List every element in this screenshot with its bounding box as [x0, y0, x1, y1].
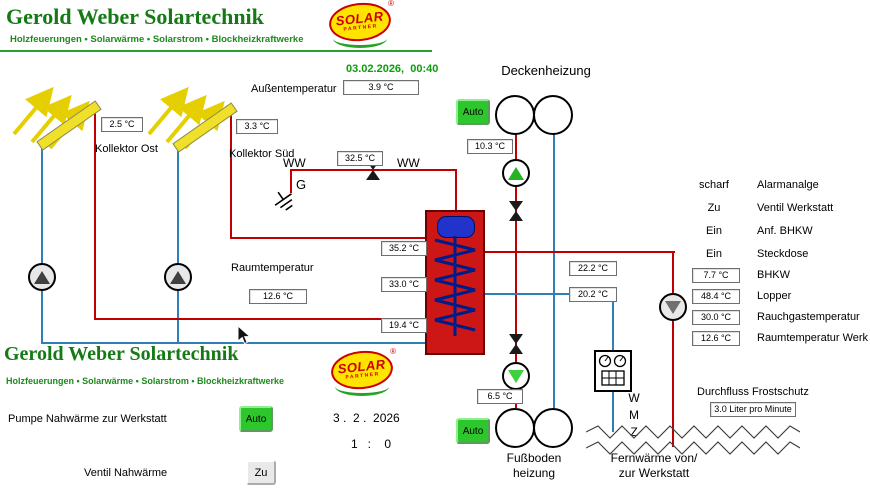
outside-temp-label: Außentemperatur	[251, 83, 337, 95]
registered-mark: ®	[390, 347, 396, 356]
floor-flow-temp: 6.5 °C	[477, 389, 523, 404]
registered-mark: ®	[388, 0, 394, 8]
valve-icon[interactable]	[508, 333, 524, 355]
pump-floor-heating-icon[interactable]	[502, 362, 530, 390]
ground-icon	[274, 191, 293, 211]
pipe-cold	[177, 150, 179, 344]
mouse-cursor-icon	[237, 325, 252, 345]
pipe-hot	[515, 133, 517, 408]
pipe-cold	[41, 148, 43, 344]
pipe-hot	[230, 110, 232, 239]
heat-meter-detail-icon	[598, 354, 627, 386]
room-temp-label: Raumtemperatur	[231, 262, 314, 274]
tank-middle-temp: 33.0 °C	[381, 277, 427, 292]
footer-logo-title: Gerold Weber Solartechnik	[4, 343, 239, 365]
floor-heating-label-2: heizung	[512, 466, 556, 480]
pipe-hot	[290, 169, 292, 193]
ww-temp-value: 32.5 °C	[337, 151, 383, 166]
auto-button-ceiling[interactable]: Auto	[456, 99, 490, 125]
fluegas-temp: 30.0 °C	[692, 310, 740, 325]
status-alarm-label: Alarmanalge	[757, 179, 819, 191]
pump-ceiling-heating-icon[interactable]	[502, 159, 530, 187]
pump-collector-east-icon[interactable]	[28, 263, 56, 291]
pipe-hot	[455, 169, 457, 212]
pipe-cold	[485, 293, 613, 295]
status-valve-werkstatt: Zu	[707, 202, 721, 214]
wmz-letter-m: M	[629, 408, 639, 422]
collector-east-label: Kollektor Ost	[95, 143, 158, 155]
room-werk-label: Raumtemperatur Werk	[757, 332, 869, 344]
heating-circuit-icon	[495, 95, 535, 135]
wmz-letter-w: W	[628, 391, 640, 405]
valve-nahwaerme-label: Ventil Nahwärme	[84, 467, 168, 479]
tank-top-water-icon	[437, 216, 475, 238]
heating-circuit-icon	[495, 408, 535, 448]
pump-district-heat-icon[interactable]	[659, 293, 687, 321]
tank-bottom-temp: 19.4 °C	[381, 318, 427, 333]
pipe-hot	[290, 169, 457, 171]
status-steckdose-label: Steckdose	[757, 248, 809, 260]
bhkw-label: BHKW	[757, 269, 790, 281]
pump-collector-south-icon[interactable]	[164, 263, 192, 291]
heating-circuit-icon	[533, 95, 573, 135]
solar-partner-badge: SOLAR PARTNER ®	[329, 347, 396, 400]
company-logo-title: Gerold Weber Solartechnik	[6, 4, 264, 29]
status-anf-bhkw-label: Anf. BHKW	[757, 225, 813, 237]
district-heating-line-icon	[586, 425, 800, 455]
floor-heating-label-1: Fußboden	[506, 451, 562, 465]
lopper-label: Lopper	[757, 290, 792, 302]
solar-partner-badge: SOLAR PARTNER ®	[327, 0, 394, 52]
pipe-hot	[485, 251, 675, 253]
datetime-display: 03.02.2026, 00:40	[346, 63, 439, 75]
heat-meter-icon	[594, 350, 632, 392]
outside-temp-value: 3.9 °C	[343, 80, 419, 95]
status-valve-werkstatt-label: Ventil Werkstatt	[757, 202, 834, 214]
flow-antifreeze-value: 3.0 Liter pro Minute	[710, 402, 796, 417]
wmz-letter-z: Z	[630, 425, 638, 439]
footer-date: 3 . 2 . 2026	[333, 411, 400, 425]
footer-logo-subtitle: Holzfeuerungen • Solarwärme • Solarstrom…	[6, 376, 285, 386]
pipe-hot	[94, 318, 427, 320]
auto-button-floor[interactable]: Auto	[456, 418, 490, 444]
zu-button-valve-nahwaerme[interactable]: Zu	[246, 460, 276, 485]
pipe-cold	[553, 133, 555, 408]
district-heat-label-2: zur Werkstatt	[618, 466, 690, 480]
room-temp-value: 12.6 °C	[249, 289, 307, 304]
status-alarm: scharf	[699, 179, 729, 191]
tank-top-temp: 35.2 °C	[381, 241, 427, 256]
header-divider	[0, 50, 432, 52]
lopper-temp: 48.4 °C	[692, 289, 740, 304]
ground-label: G	[296, 177, 307, 192]
heating-circuit-icon	[533, 408, 573, 448]
storage-tank	[425, 210, 485, 355]
ww-label-right: WW	[397, 156, 420, 170]
status-steckdose: Ein	[706, 248, 722, 260]
pipe-hot	[230, 237, 427, 239]
pipe-hot	[672, 251, 674, 447]
district-heat-label-1: Fernwärme von/	[610, 451, 698, 465]
room-werk-temp: 12.6 °C	[692, 331, 740, 346]
collector-east-temp: 2.5 °C	[101, 117, 143, 132]
heat-exchanger-coil-icon	[434, 236, 476, 336]
pump-nahwaerme-label: Pumpe Nahwärme zur Werkstatt	[8, 413, 167, 425]
company-logo-subtitle: Holzfeuerungen • Solarwärme • Solarstrom…	[10, 34, 304, 45]
pipe-cold	[41, 342, 427, 344]
badge-swoosh-icon	[333, 29, 387, 48]
district-return-temp: 20.2 °C	[569, 287, 617, 302]
flow-antifreeze-label: Durchfluss Frostschutz	[697, 386, 809, 398]
badge-swoosh-icon	[335, 377, 389, 396]
bhkw-temp: 7.7 °C	[692, 268, 740, 283]
valve-icon[interactable]	[508, 200, 524, 222]
ww-label-left: WW	[283, 156, 306, 170]
footer-time: 1 : 0	[351, 437, 392, 451]
status-anf-bhkw: Ein	[706, 225, 722, 237]
collector-south-label: Kollektor Süd	[229, 148, 295, 160]
district-flow-temp: 22.2 °C	[569, 261, 617, 276]
ceiling-flow-temp: 10.3 °C	[467, 139, 513, 154]
fluegas-label: Rauchgastemperatur	[757, 311, 860, 323]
auto-button-pump-nahwaerme[interactable]: Auto	[239, 406, 273, 432]
collector-south-temp: 3.3 °C	[236, 119, 278, 134]
ceiling-heating-label: Deckenheizung	[501, 63, 591, 78]
pipe-hot	[94, 112, 96, 320]
